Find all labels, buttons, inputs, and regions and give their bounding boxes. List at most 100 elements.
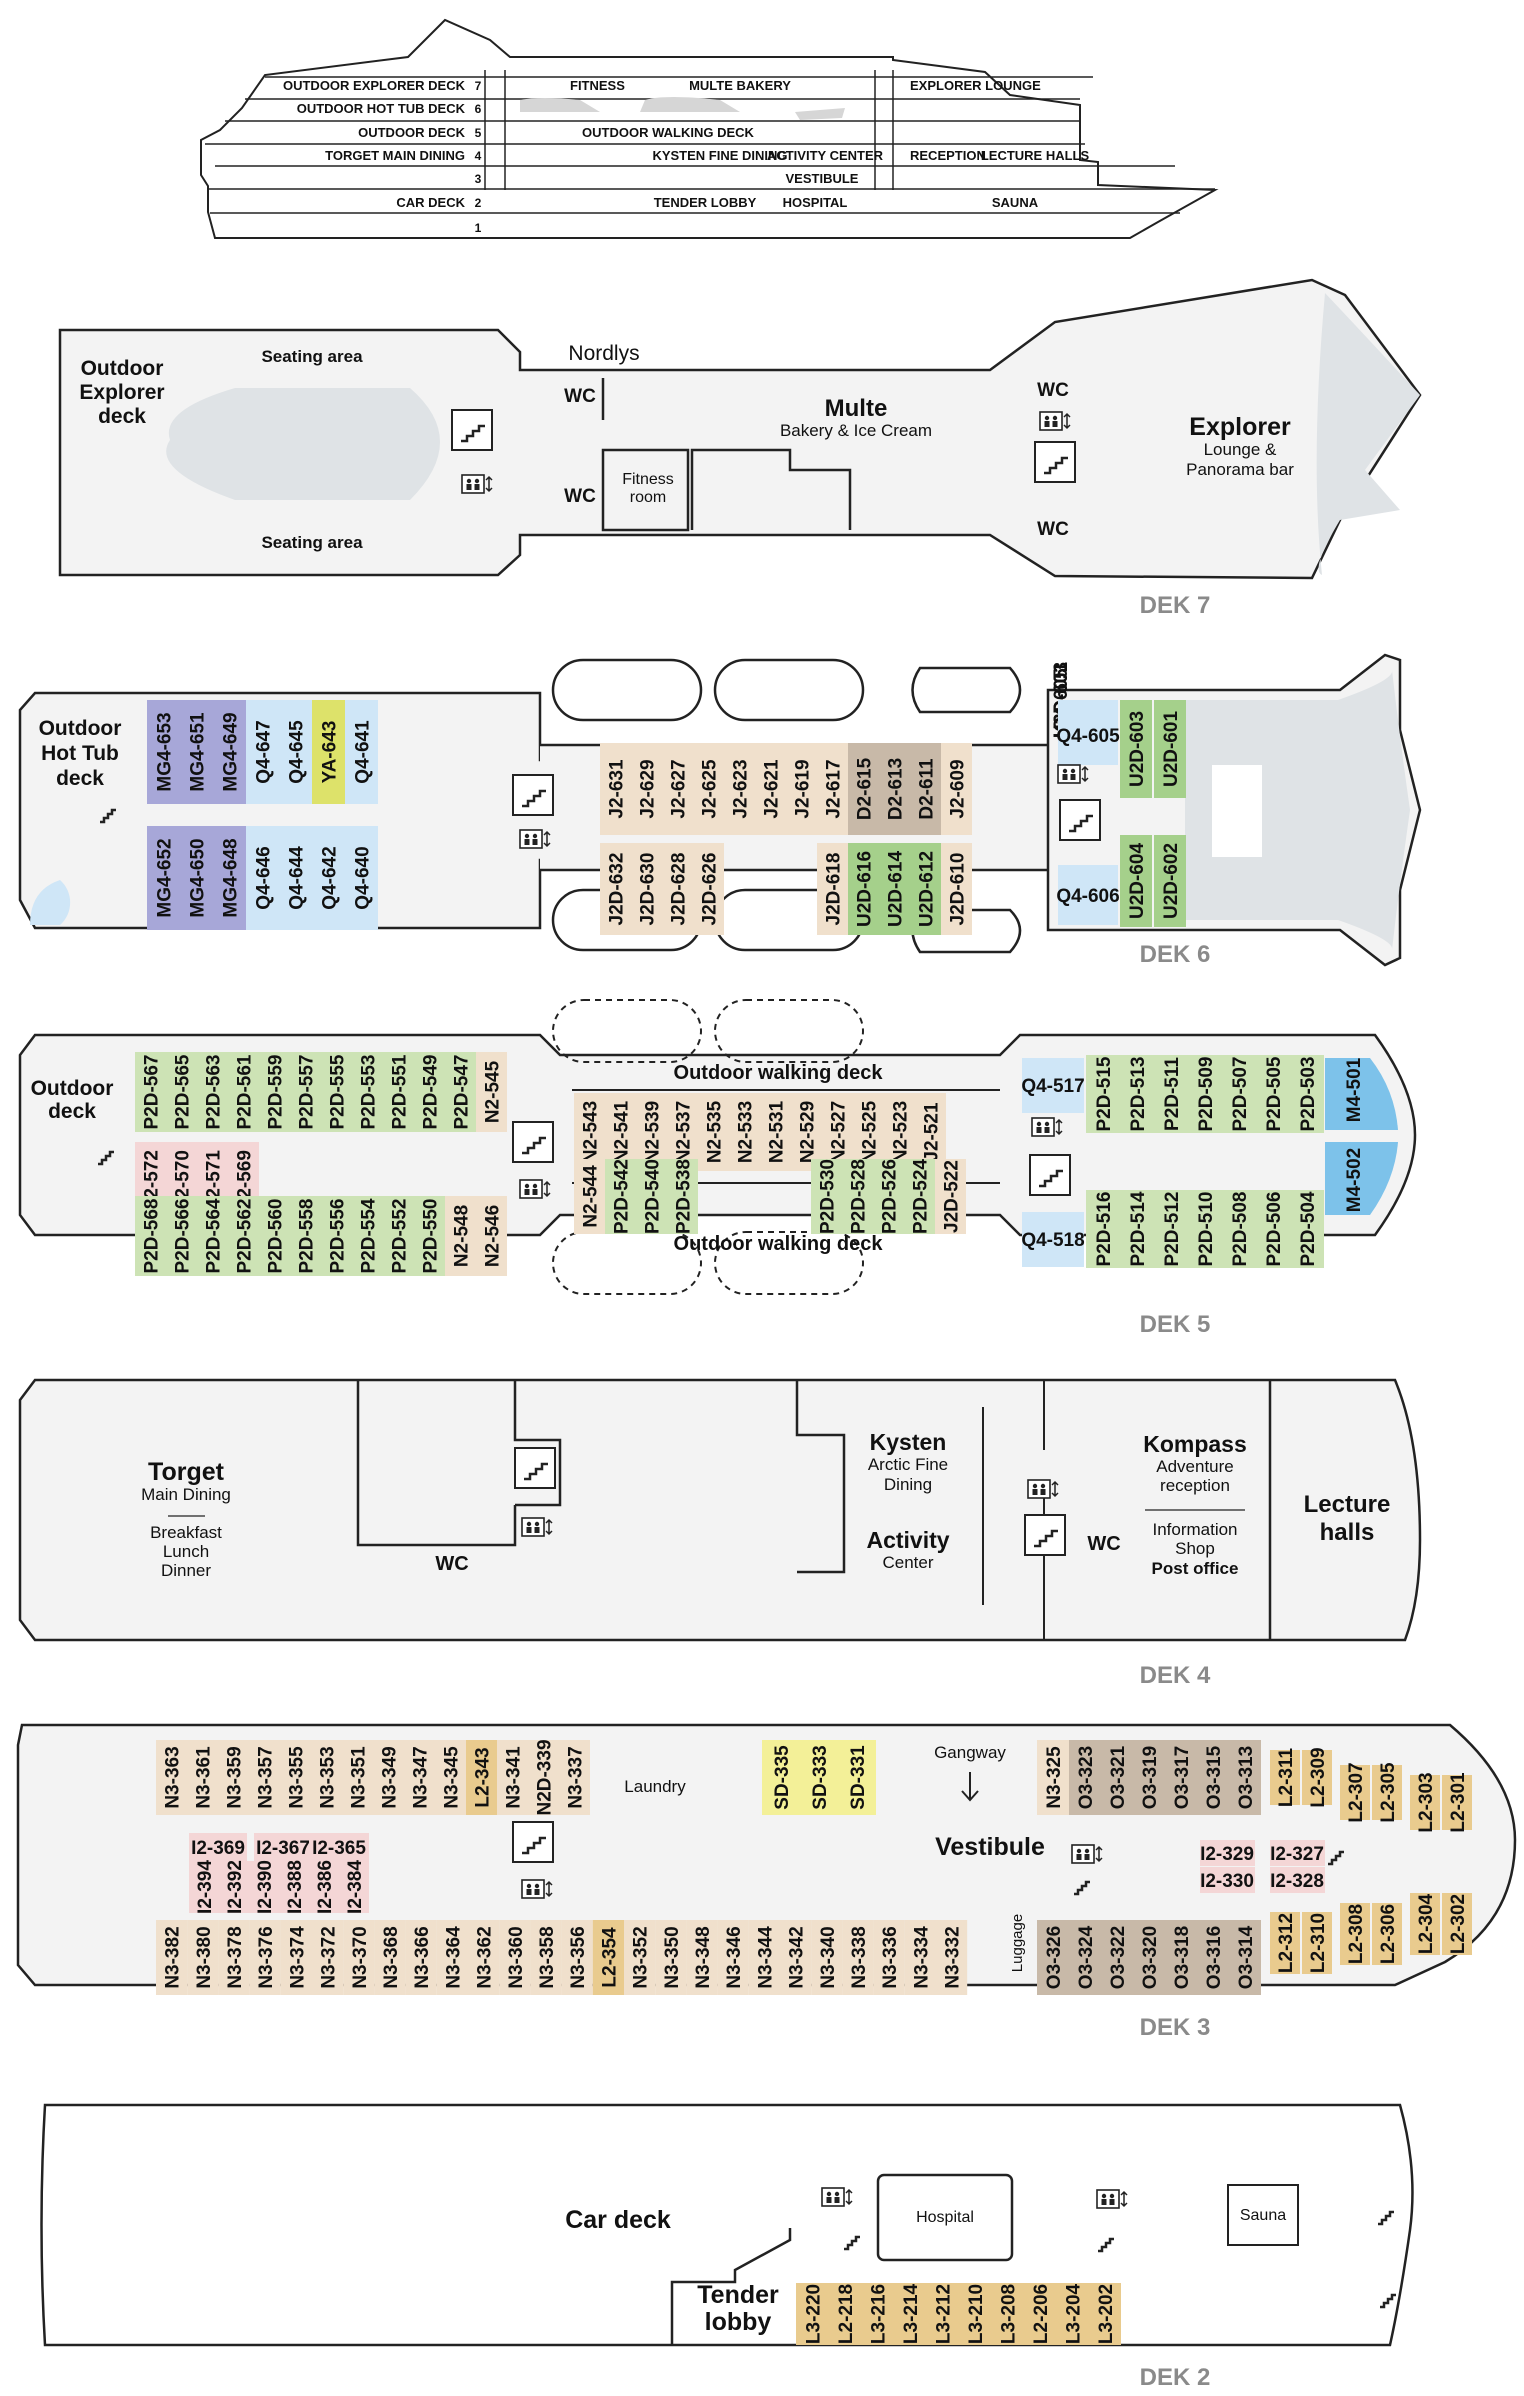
cabin[interactable]: N3-340	[811, 1920, 843, 1995]
cabin[interactable]: L2-308	[1340, 1903, 1370, 1965]
cabin[interactable]: P2D-512	[1154, 1190, 1188, 1268]
cabin[interactable]: P2D-540	[636, 1159, 667, 1234]
cabin[interactable]: N3-359	[218, 1740, 249, 1815]
cabin[interactable]: J2-623	[724, 743, 755, 835]
cabin[interactable]: P2D-505	[1256, 1055, 1290, 1133]
cabin[interactable]: Q4-517	[1021, 1058, 1085, 1113]
cabin[interactable]: N3-370	[343, 1920, 375, 1995]
cabin[interactable]: N3-344	[748, 1920, 780, 1995]
cabin[interactable]: N2-548	[445, 1196, 476, 1276]
cabin[interactable]: P2D-507	[1222, 1055, 1256, 1133]
cabin[interactable]: N3-350	[655, 1920, 687, 1995]
cabin[interactable]: J2D-632	[600, 843, 631, 935]
cabin[interactable]: J2-625	[693, 743, 724, 835]
cabin[interactable]: L2-310	[1302, 1912, 1332, 1974]
cabin[interactable]: N3-325	[1037, 1740, 1069, 1815]
cabin[interactable]: N2-523	[884, 1093, 915, 1171]
cabin[interactable]: I2-365	[309, 1833, 369, 1861]
cabin[interactable]: P2D-560	[259, 1196, 290, 1276]
cabin[interactable]: P2D-508	[1222, 1190, 1256, 1268]
cabin[interactable]: N2-533	[729, 1093, 760, 1171]
cabin[interactable]: L2-305	[1372, 1762, 1402, 1823]
cabin[interactable]: J2-609	[941, 743, 972, 835]
cabin[interactable]: J2-617	[817, 743, 848, 835]
cabin[interactable]: O3-318	[1165, 1920, 1197, 1995]
cabin[interactable]: MG4-652	[147, 826, 180, 930]
cabin[interactable]: P2D-509	[1188, 1055, 1222, 1133]
cabin[interactable]: L3-210	[958, 2283, 992, 2345]
cabin[interactable]: I2-388	[279, 1860, 309, 1914]
cabin[interactable]: Q4-645	[279, 700, 312, 804]
cabin[interactable]: L2-354	[592, 1920, 624, 1995]
cabin[interactable]: O3-321	[1101, 1740, 1133, 1815]
cabin[interactable]: P2D-516	[1086, 1190, 1120, 1268]
cabin[interactable]: SD-331	[838, 1740, 876, 1815]
cabin[interactable]: L3-208	[991, 2283, 1024, 2345]
cabin[interactable]: MG4-650	[180, 826, 213, 930]
cabin[interactable]: L2-303	[1410, 1772, 1440, 1833]
cabin[interactable]: N3-360	[499, 1920, 531, 1995]
cabin[interactable]: N3-337	[559, 1740, 590, 1815]
cabin[interactable]: Q4-642	[312, 826, 345, 930]
cabin[interactable]: J2-631	[600, 743, 631, 835]
cabin[interactable]: U2D-612	[910, 843, 941, 935]
cabin[interactable]: O3-313	[1229, 1740, 1261, 1815]
cabin[interactable]: U2D-601	[1154, 700, 1186, 798]
cabin[interactable]: J2D-630	[631, 843, 662, 935]
cabin[interactable]: P2D-528	[842, 1159, 873, 1234]
cabin[interactable]: L2-206	[1023, 2283, 1057, 2345]
cabin[interactable]: N2-537	[667, 1093, 698, 1171]
cabin[interactable]: P2D-568	[135, 1196, 166, 1276]
cabin[interactable]: U2D-616	[848, 843, 879, 935]
cabin[interactable]: N3-351	[342, 1740, 373, 1815]
cabin[interactable]: L2-304	[1410, 1893, 1440, 1955]
cabin[interactable]: J2-627	[662, 743, 693, 835]
cabin[interactable]: N3-368	[374, 1920, 406, 1995]
cabin[interactable]: N3-342	[780, 1920, 812, 1995]
cabin[interactable]: N2-541	[605, 1093, 636, 1171]
cabin[interactable]: MG4-649	[213, 700, 246, 804]
cabin[interactable]: Q4-518	[1021, 1212, 1085, 1267]
cabin[interactable]: P2D-558	[290, 1196, 321, 1276]
cabin[interactable]: N2-539	[636, 1093, 667, 1171]
cabin[interactable]: N3-363	[156, 1740, 187, 1815]
cabin[interactable]: L2-309	[1302, 1747, 1332, 1808]
cabin[interactable]: P2D-504	[1290, 1190, 1324, 1268]
cabin[interactable]: U2D-602	[1154, 835, 1186, 927]
cabin[interactable]: Q4-605	[1056, 700, 1120, 765]
cabin[interactable]: U2D-603	[1120, 700, 1152, 798]
cabin[interactable]: Q4-641	[345, 700, 378, 804]
cabin[interactable]: D2-615	[848, 743, 879, 835]
cabin[interactable]: N3-346	[717, 1920, 749, 1995]
cabin[interactable]: P2D-554	[352, 1196, 383, 1276]
cabin[interactable]: P2D-552	[383, 1196, 414, 1276]
cabin[interactable]: Q4-647	[246, 700, 279, 804]
cabin[interactable]: P2D-557	[290, 1052, 321, 1132]
cabin[interactable]: I2-328	[1270, 1867, 1325, 1893]
cabin[interactable]: N2-525	[853, 1093, 884, 1171]
cabin[interactable]: N3-332	[936, 1920, 968, 1995]
cabin[interactable]: N2-546	[476, 1196, 507, 1276]
cabin[interactable]: Q4-640	[345, 826, 378, 930]
cabin[interactable]: P2D-564	[197, 1196, 228, 1276]
cabin[interactable]: P2D-542	[605, 1159, 636, 1234]
cabin[interactable]: Q4-606	[1056, 865, 1120, 925]
cabin[interactable]: O3-323	[1069, 1740, 1101, 1815]
cabin[interactable]: N2-544	[574, 1159, 605, 1234]
cabin[interactable]: D2-611	[910, 743, 941, 835]
cabin[interactable]: N2-545	[476, 1052, 507, 1132]
cabin[interactable]: P2D-524	[904, 1159, 935, 1234]
cabin[interactable]: N3-358	[530, 1920, 562, 1995]
cabin[interactable]: D2-613	[879, 743, 910, 835]
cabin[interactable]: L2-343	[466, 1740, 497, 1815]
cabin[interactable]: P2D-555	[321, 1052, 352, 1132]
cabin[interactable]: L3-212	[926, 2283, 959, 2345]
cabin[interactable]: L2-218	[828, 2283, 862, 2345]
cabin[interactable]: J2-629	[631, 743, 662, 835]
cabin[interactable]: N3-357	[249, 1740, 280, 1815]
cabin[interactable]: N2D-339	[528, 1739, 559, 1816]
cabin[interactable]: N3-361	[187, 1740, 218, 1815]
cabin[interactable]: N3-352	[624, 1920, 656, 1995]
cabin[interactable]: P2D-565	[166, 1052, 197, 1132]
cabin[interactable]: N3-336	[873, 1920, 905, 1995]
